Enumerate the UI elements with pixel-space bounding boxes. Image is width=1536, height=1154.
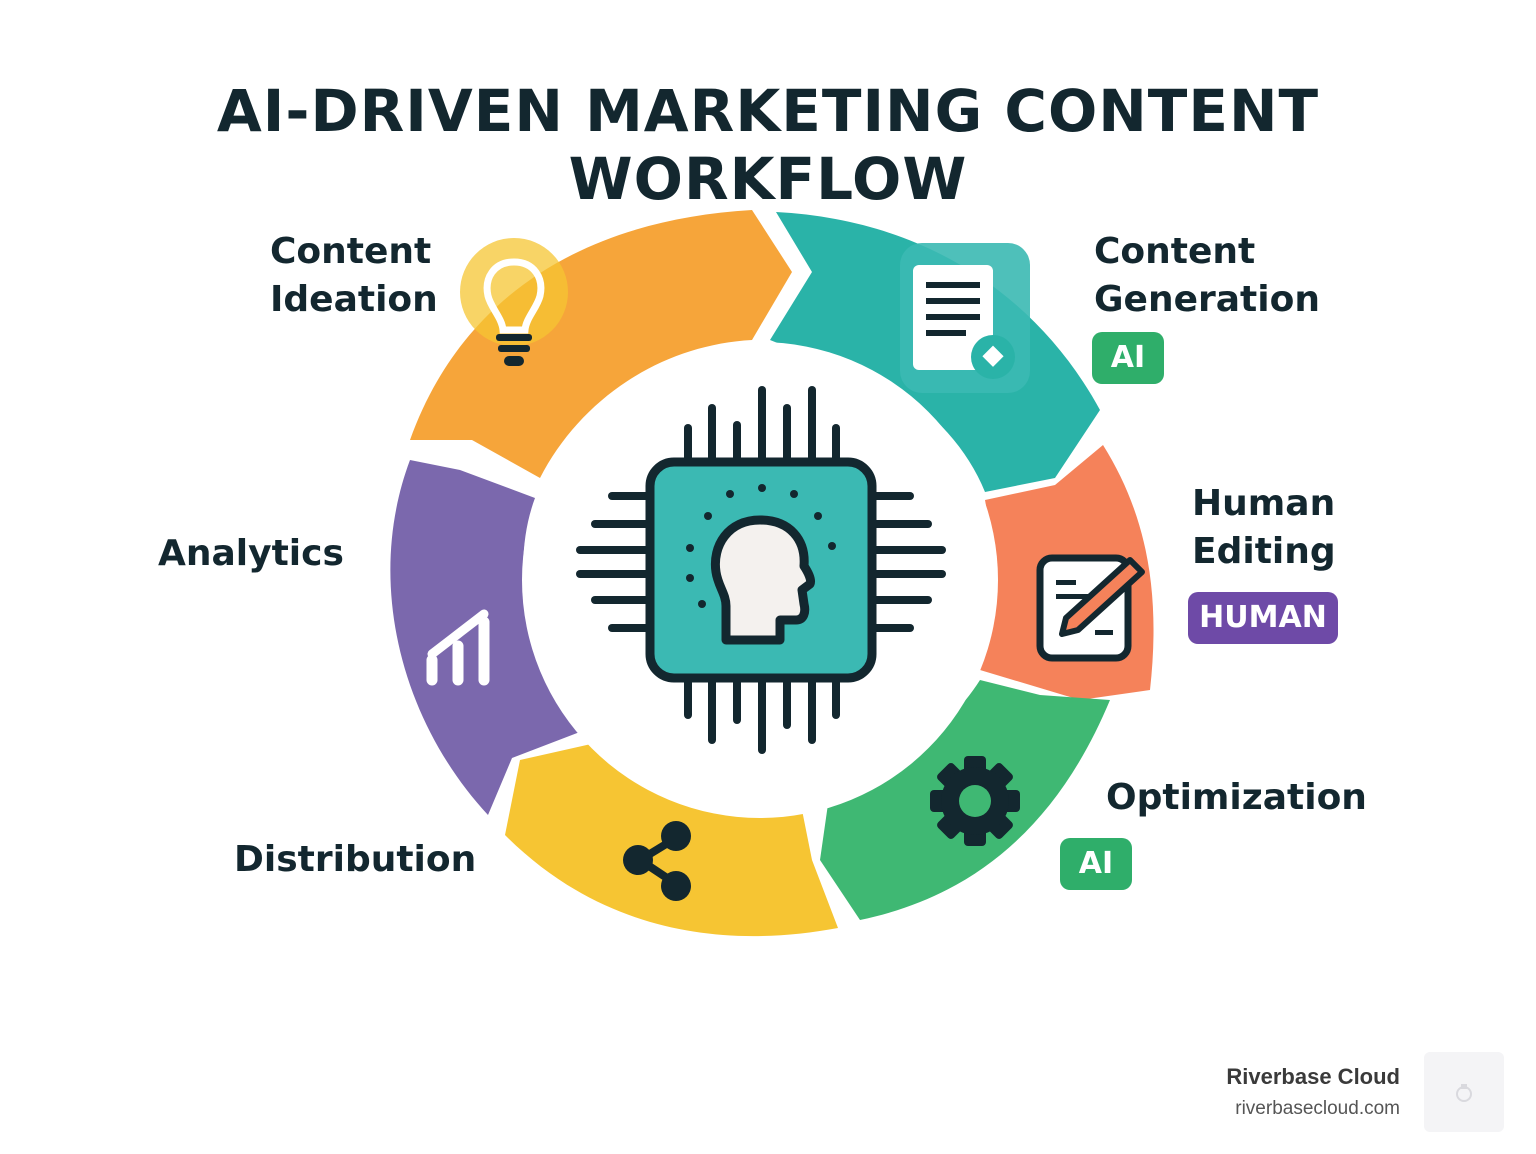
document-icon [900, 243, 1030, 393]
brand-logo-icon [1456, 1084, 1472, 1102]
page-title: AI-DRIVEN MARKETING CONTENT WORKFLOW [0, 77, 1536, 213]
title-line-2: WORKFLOW [568, 144, 968, 213]
label-optimization: Optimization [1106, 777, 1367, 818]
label-content-generation: Content Generation [1094, 231, 1320, 320]
label-analytics: Analytics [158, 533, 344, 574]
title-line-1: AI-DRIVEN MARKETING CONTENT [216, 76, 1320, 145]
share-icon [623, 821, 691, 901]
badge-human-editing: HUMAN [1188, 592, 1338, 644]
label-content-ideation: Content Ideation [270, 231, 438, 320]
ai-chip-brain-icon [522, 342, 998, 818]
badge-ai-optimization: AI [1060, 838, 1132, 890]
brand-url[interactable]: riverbasecloud.com [1235, 1098, 1400, 1119]
pen-edit-icon [1036, 554, 1145, 662]
gear-icon [930, 756, 1020, 846]
label-distribution: Distribution [234, 839, 477, 880]
brand-block: Riverbase Cloud riverbasecloud.com [1226, 1060, 1400, 1124]
bar-chart-icon [426, 609, 490, 686]
riverbase-logo [1424, 1052, 1504, 1132]
lightbulb-icon [460, 238, 568, 366]
label-human-editing: Human Editing [1192, 483, 1336, 572]
segment-content-ideation [410, 210, 792, 478]
badge-ai-generation: AI [1092, 332, 1164, 384]
brand-name: Riverbase Cloud [1226, 1064, 1400, 1089]
